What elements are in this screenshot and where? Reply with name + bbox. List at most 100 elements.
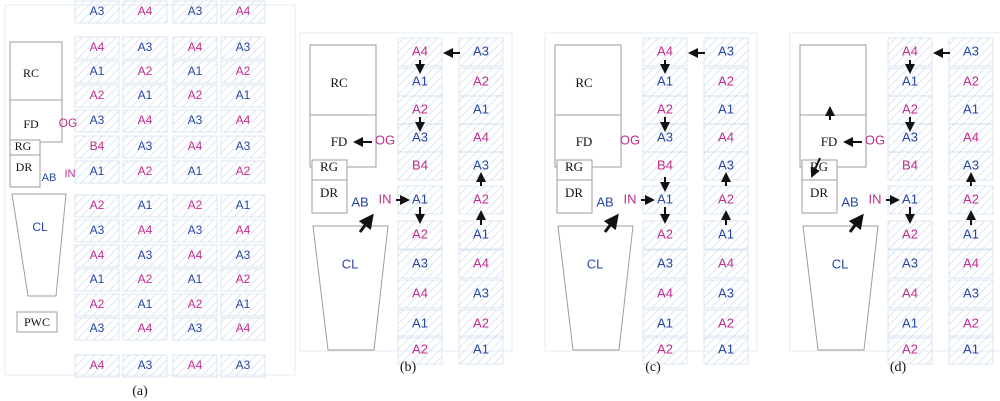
- grid-cell-label: A4: [963, 129, 979, 144]
- grid-cell: [74, 160, 120, 184]
- grid-cell-label: A2: [138, 64, 153, 78]
- ab-label: AB: [596, 194, 613, 209]
- grid-cell-label: A1: [188, 164, 203, 178]
- grid-cell-label: A4: [188, 248, 203, 262]
- in-label: IN: [65, 168, 76, 180]
- room-dr: [9, 154, 41, 188]
- grid-cell-label: A1: [657, 191, 673, 206]
- grid-cell: [948, 67, 994, 97]
- grid-cell-label: A3: [473, 157, 489, 172]
- grid-cell: [220, 135, 266, 159]
- in-label: IN: [869, 191, 882, 206]
- grid-cell-label: A1: [657, 73, 673, 88]
- grid-cell-label: A3: [188, 223, 203, 237]
- grid-cell: [642, 151, 688, 181]
- grid-cell-label: A3: [90, 321, 105, 335]
- ab-label: AB: [351, 194, 368, 209]
- grid-cell: [74, 0, 120, 24]
- grid-cell: [887, 279, 933, 309]
- grid-cell-label: A3: [963, 157, 979, 172]
- grid-cell-label: A1: [90, 272, 105, 286]
- og-label: OG: [620, 132, 640, 147]
- grid-cell-label: A1: [138, 88, 153, 102]
- grid-cell: [642, 335, 688, 365]
- grid-cell-label: A3: [902, 129, 918, 144]
- grid-cell-label: A2: [188, 198, 203, 212]
- grid-cell-label: A1: [902, 191, 918, 206]
- grid-cell-label: A3: [138, 358, 153, 372]
- grid-cell: [458, 123, 504, 153]
- grid-cell: [122, 268, 168, 292]
- room-dr: [801, 179, 838, 214]
- grid-cell-label: A3: [236, 248, 251, 262]
- grid-cell-label: A1: [902, 315, 918, 330]
- grid-cell-label: A1: [188, 64, 203, 78]
- grid-cell: [74, 135, 120, 159]
- grid-cell: [458, 335, 504, 365]
- grid-cell-label: A2: [902, 226, 918, 241]
- grid-cell: [220, 354, 266, 378]
- grid-cell: [220, 244, 266, 268]
- grid-cell-label: A2: [473, 315, 489, 330]
- grid-cell: [74, 84, 120, 108]
- grid-cell: [122, 293, 168, 317]
- grid-cell-label: A2: [138, 272, 153, 286]
- grid-cell: [122, 219, 168, 243]
- grid-cell: [172, 135, 218, 159]
- grid-cell-label: A3: [90, 113, 105, 127]
- grid-cell-label: A1: [963, 101, 979, 116]
- grid-cell-label: A2: [963, 73, 979, 88]
- grid-cell-label: A3: [657, 255, 673, 270]
- arrow: [603, 213, 619, 233]
- grid-cell: [458, 279, 504, 309]
- grid-cell-label: A1: [188, 272, 203, 286]
- grid-cell: [74, 317, 120, 341]
- grid-cell-label: A3: [657, 129, 673, 144]
- grid-cell: [74, 60, 120, 84]
- grid-cell-label: A4: [236, 113, 251, 127]
- arrow: [848, 213, 864, 233]
- grid-cell-label: A4: [657, 285, 673, 300]
- grid-cell-label: A2: [412, 341, 428, 356]
- grid-cell: [220, 84, 266, 108]
- grid-cell: [220, 36, 266, 60]
- room-dr-label: DR: [565, 185, 583, 200]
- grid-cell: [122, 244, 168, 268]
- grid-cell-label: A2: [138, 164, 153, 178]
- grid-cell: [458, 67, 504, 97]
- grid-cell-label: A2: [236, 272, 251, 286]
- grid-cell: [172, 84, 218, 108]
- grid-cell: [172, 160, 218, 184]
- grid-cell: [122, 109, 168, 133]
- cl-label: CL: [32, 220, 48, 234]
- grid-cell-label: A1: [138, 198, 153, 212]
- grid-cell-label: A1: [90, 64, 105, 78]
- grid-cell-label: A1: [473, 341, 489, 356]
- grid-cell-label: A2: [412, 226, 428, 241]
- in-label: IN: [624, 191, 637, 206]
- grid-cell: [220, 0, 266, 24]
- grid-cell: [220, 268, 266, 292]
- room-rc: [309, 44, 377, 116]
- grid-cell-label: A4: [236, 4, 251, 18]
- grid-cell-label: A3: [188, 113, 203, 127]
- room-fd-label: FD: [576, 134, 593, 149]
- grid-cell: [703, 279, 749, 309]
- grid-cell-label: A3: [412, 129, 428, 144]
- grid-cell-label: A2: [718, 315, 734, 330]
- room-rc-label: RC: [330, 75, 347, 90]
- grid-cell: [703, 335, 749, 365]
- grid-cell-label: A4: [90, 40, 105, 54]
- grid-cell-label: A4: [188, 40, 203, 54]
- grid-cell-label: A2: [412, 101, 428, 116]
- grid-cell: [703, 249, 749, 279]
- room-cl: [802, 225, 879, 351]
- grid-cell-label: A1: [412, 315, 428, 330]
- arrow: [810, 157, 821, 178]
- grid-cell: [122, 0, 168, 24]
- grid-cell-label: A2: [963, 315, 979, 330]
- grid-cell-label: A3: [188, 4, 203, 18]
- caption: (d): [890, 360, 907, 375]
- room-dr-label: DR: [320, 185, 338, 200]
- grid-cell-label: A4: [188, 358, 203, 372]
